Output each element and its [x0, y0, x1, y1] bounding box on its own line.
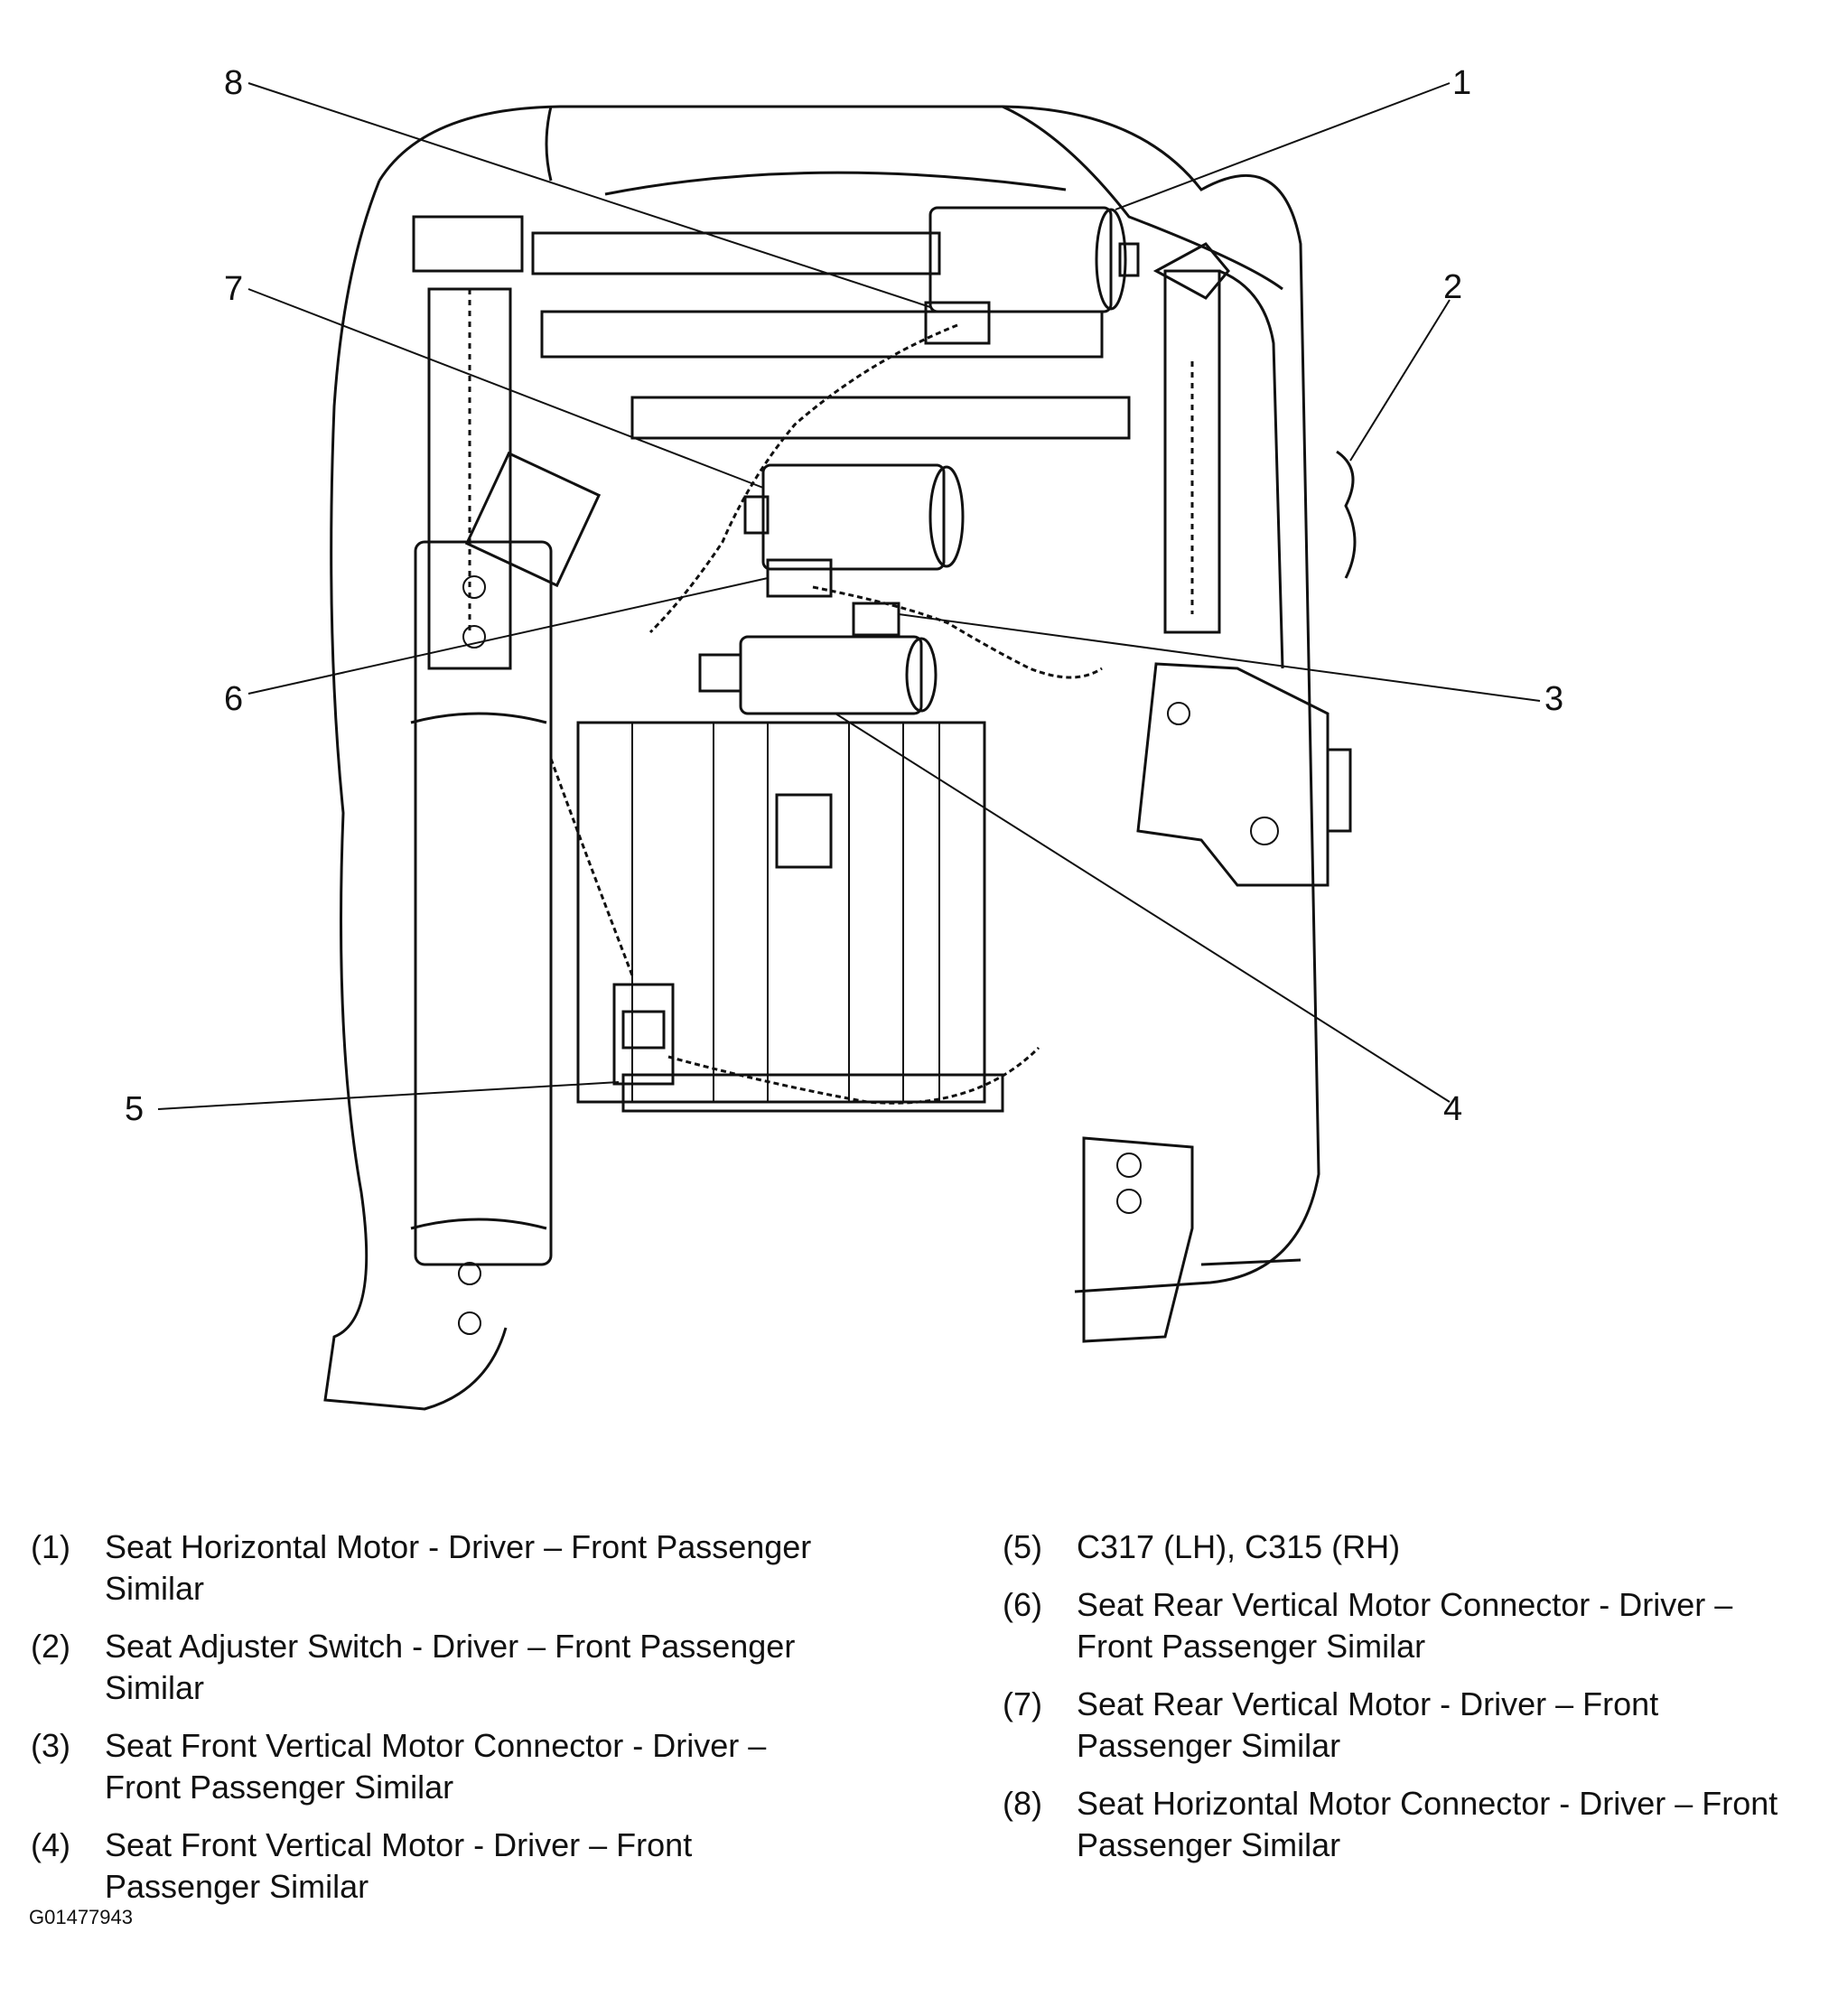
legend-text: C317 (LH), C315 (RH)	[1077, 1528, 1401, 1565]
legend-number: (4)	[31, 1826, 70, 1863]
legend-number: (6)	[1003, 1586, 1042, 1623]
legend-column-right: (5) C317 (LH), C315 (RH) (6) Seat Rear V…	[1003, 1526, 1815, 1882]
leader-lines	[157, 82, 1541, 1110]
legend-text: Seat Front Vertical Motor Connector - Dr…	[105, 1727, 767, 1806]
legend-number: (3)	[31, 1727, 70, 1764]
wiring-harness	[549, 323, 1103, 1105]
legend-item: (1) Seat Horizontal Motor - Driver – Fro…	[31, 1526, 844, 1610]
figure-id: G01477943	[29, 1906, 133, 1928]
callout-7: 7	[224, 270, 243, 308]
callout-3: 3	[1544, 680, 1563, 718]
callout-2: 2	[1443, 268, 1462, 306]
legend-item: (2) Seat Adjuster Switch - Driver – Fron…	[31, 1626, 844, 1709]
legend-column-left: (1) Seat Horizontal Motor - Driver – Fro…	[31, 1526, 844, 1924]
legend-item: (6) Seat Rear Vertical Motor Connector -…	[1003, 1584, 1815, 1667]
legend: (1) Seat Horizontal Motor - Driver – Fro…	[0, 1526, 1838, 1906]
legend-number: (5)	[1003, 1528, 1042, 1565]
legend-number: (8)	[1003, 1785, 1042, 1822]
legend-number: (1)	[31, 1528, 70, 1565]
legend-number: (7)	[1003, 1685, 1042, 1722]
legend-text: Seat Rear Vertical Motor - Driver – Fron…	[1077, 1685, 1659, 1764]
callout-4: 4	[1443, 1090, 1462, 1128]
seat-rear-vertical-motor-connector	[766, 558, 833, 598]
callout-5: 5	[125, 1090, 144, 1128]
legend-text: Seat Adjuster Switch - Driver – Front Pa…	[105, 1628, 796, 1706]
legend-text: Seat Horizontal Motor - Driver – Front P…	[105, 1528, 812, 1607]
seat-front-vertical-motor	[698, 635, 938, 715]
legend-text: Seat Front Vertical Motor - Driver – Fro…	[105, 1826, 693, 1905]
legend-item: (4) Seat Front Vertical Motor - Driver –…	[31, 1825, 844, 1908]
seat-adjuster-diagram: 1 2 3 4 5 6 7 8	[125, 64, 1563, 1411]
legend-item: (8) Seat Horizontal Motor Connector - Dr…	[1003, 1783, 1815, 1866]
legend-text: Seat Rear Vertical Motor Connector - Dri…	[1077, 1586, 1733, 1665]
callout-8: 8	[224, 64, 243, 102]
legend-item: (7) Seat Rear Vertical Motor - Driver – …	[1003, 1684, 1815, 1767]
legend-text: Seat Horizontal Motor Connector - Driver…	[1077, 1785, 1778, 1863]
seat-front-vertical-motor-connector	[852, 602, 900, 637]
legend-item: (5) C317 (LH), C315 (RH)	[1003, 1526, 1815, 1568]
legend-item: (3) Seat Front Vertical Motor Connector …	[31, 1725, 844, 1808]
callout-6: 6	[224, 680, 243, 718]
seat-frame	[323, 105, 1357, 1411]
legend-number: (2)	[31, 1628, 70, 1665]
seat-horizontal-motor	[928, 206, 1140, 313]
seat-rear-vertical-motor	[743, 463, 965, 571]
callout-1: 1	[1452, 64, 1471, 102]
c317-c315-connector	[612, 983, 675, 1086]
seat-horizontal-motor-connector	[924, 301, 991, 345]
